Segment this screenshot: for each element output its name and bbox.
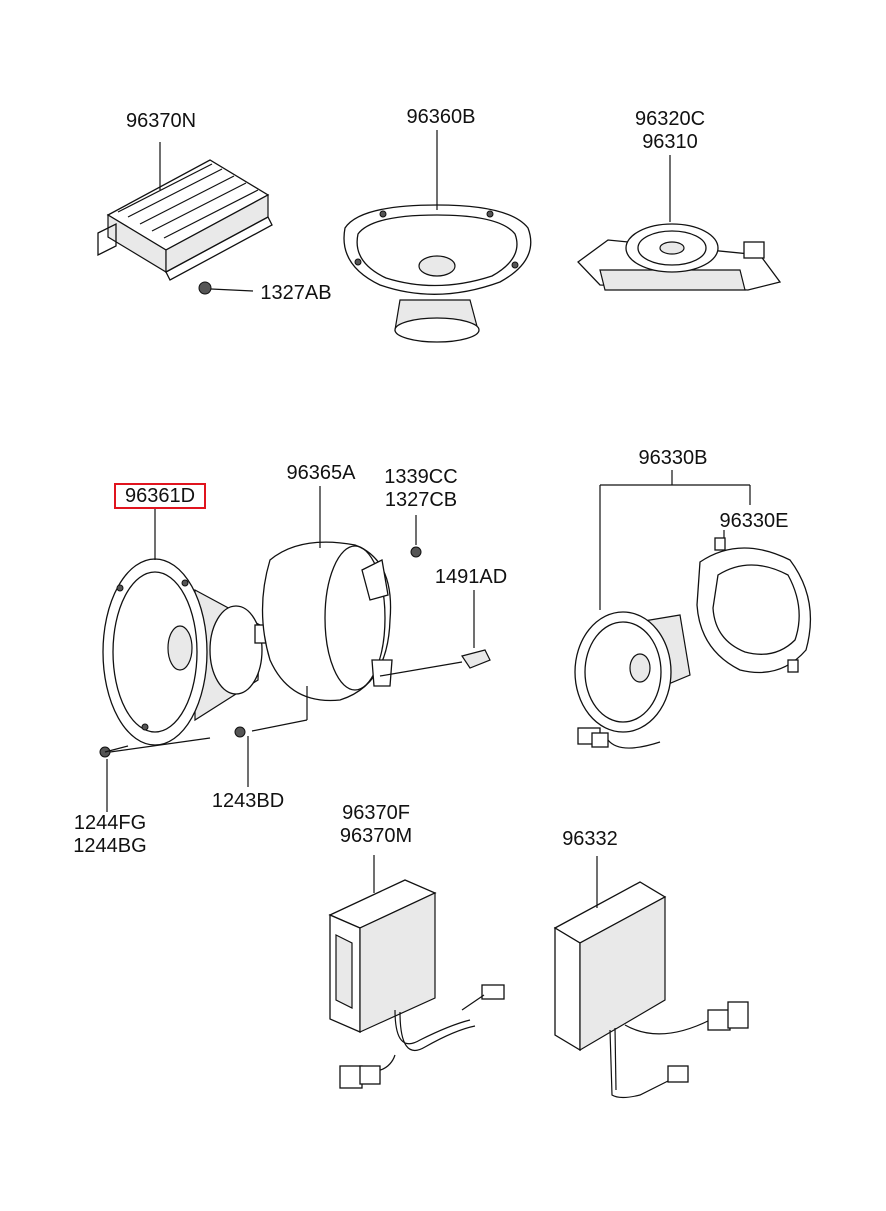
label-clip-b: 1327CB [384, 489, 458, 511]
label-plug: 1491AD [434, 566, 508, 588]
tweeter-drawing [577, 155, 782, 291]
label-screws: 1244FG 1244BG [64, 812, 156, 858]
label-rear-spacer: 96330E [719, 510, 789, 532]
label-tweeter-a: 96320C [634, 108, 706, 130]
label-front-speaker-highlighted: 96361D [114, 483, 206, 509]
label-rear-speaker: 96330B [638, 447, 708, 469]
label-module-a-1: 96370F [342, 802, 410, 824]
front-speaker-drawing [99, 508, 276, 812]
label-tweeter-b: 96310 [642, 131, 698, 153]
oval-speaker-drawing [343, 130, 532, 343]
label-amplifier: 96370N [125, 110, 197, 132]
label-module-b: 96332 [562, 828, 618, 850]
amplifier-drawing [97, 142, 273, 295]
label-bracket-screw: 1243BD [211, 790, 285, 812]
rear-speaker-drawing [574, 470, 812, 749]
label-module-a: 96370F 96370M [328, 802, 424, 848]
label-screw-a: 1244FG [73, 812, 147, 834]
label-screw-b: 1244BG [73, 835, 147, 857]
module-b-drawing [553, 856, 749, 1099]
label-amp-nut: 1327AB [260, 282, 332, 304]
label-clip-a: 1339CC [384, 466, 458, 488]
label-module-a-2: 96370M [339, 825, 413, 847]
module-a-drawing [328, 855, 505, 1089]
bracket-drawing [234, 486, 491, 787]
label-tweeter: 96320C 96310 [620, 108, 720, 154]
label-clips: 1339CC 1327CB [375, 466, 467, 512]
label-bracket: 96365A [286, 462, 356, 484]
label-oval-speaker: 96360B [406, 106, 476, 128]
